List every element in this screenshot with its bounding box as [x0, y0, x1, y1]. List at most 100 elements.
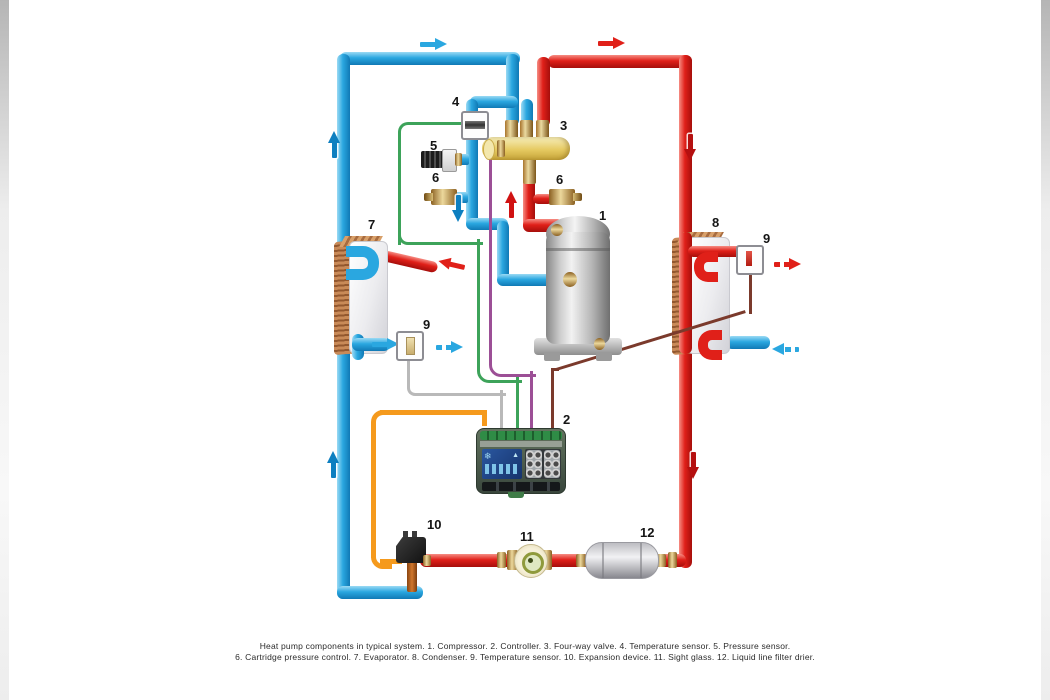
four-way-valve-port-2	[520, 120, 533, 140]
label-evaporator: 7	[368, 217, 376, 232]
wire-brown-temp-sensor-1	[749, 270, 752, 314]
controller-label-strip	[480, 441, 562, 447]
wire-green-temp-sensor-2	[398, 180, 483, 245]
cartridge-pressure-control-right-tip	[573, 193, 582, 201]
temperature-sensor-condenser-element	[746, 251, 752, 266]
wire-grey-temp-sensor-2	[407, 377, 506, 396]
expansion-device-pin-right	[412, 531, 417, 539]
wire-purple-four-way-valve-3	[530, 371, 533, 428]
pressure-sensor-body	[421, 151, 443, 168]
pipe-cold-branch	[470, 96, 518, 108]
four-way-valve-port-bottom	[523, 156, 536, 184]
compressor-discharge-port	[551, 224, 563, 236]
four-way-valve-pilot-fitting	[497, 140, 505, 157]
label-filter-drier: 12	[640, 525, 655, 540]
expansion-device-body	[396, 537, 426, 563]
label-cartridge-right: 6	[556, 172, 564, 187]
pipe-water-condenser-hook-top	[694, 252, 718, 282]
wire-brown-temp-sensor-4	[551, 370, 554, 428]
snowflake-icon: ❄	[484, 451, 492, 461]
temperature-sensor-condenser	[736, 245, 764, 275]
compressor-suction-port	[563, 272, 577, 287]
label-compressor: 1	[599, 208, 607, 223]
filter-drier-body	[585, 542, 659, 579]
pipe-water-evaporator-hook	[346, 246, 379, 280]
left-edge-shade	[0, 0, 9, 700]
sight-glass-nut-left	[507, 550, 518, 570]
right-edge-shade	[1041, 0, 1050, 700]
water-out-arrow-icon	[774, 258, 801, 271]
liquid-line-fitting-2	[668, 552, 677, 568]
label-sight-glass: 11	[520, 529, 534, 544]
label-condenser: 8	[712, 215, 720, 230]
four-way-valve-port-3	[536, 120, 549, 140]
wire-purple-four-way-valve-2	[489, 348, 536, 377]
water-in-arrow-icon	[437, 255, 466, 274]
label-pressure-sensor: 5	[430, 138, 438, 153]
label-four-way-valve: 3	[560, 118, 568, 133]
filter-drier-fitting-left	[576, 554, 586, 567]
pipe-hot-cartridge-stub	[533, 194, 553, 204]
controller: ❄ ▲	[476, 428, 566, 494]
wire-orange-expansion-3	[371, 410, 392, 431]
pipe-cold-valve-port1	[506, 54, 519, 126]
wire-green-temp-sensor-3	[477, 239, 480, 364]
controller-terminal-strip	[480, 431, 562, 440]
label-expansion-device: 10	[427, 517, 442, 532]
cartridge-pressure-control-left-tip	[424, 193, 433, 201]
pipe-cold-bottom	[337, 586, 423, 599]
flow-arrow-up-icon	[327, 451, 340, 478]
triangle-up-icon: ▲	[512, 452, 519, 459]
wire-orange-expansion-4	[371, 422, 376, 558]
flow-arrow-right-icon	[598, 37, 625, 50]
wire-purple-four-way-valve-1	[489, 150, 492, 360]
controller-plug-right	[544, 450, 560, 478]
pressure-sensor-fitting	[455, 153, 462, 166]
controller-connector-panel	[525, 449, 561, 479]
liquid-line-fitting-1	[497, 552, 506, 568]
wire-orange-expansion-2	[482, 410, 487, 426]
wire-brown-temp-sensor-3	[551, 368, 559, 371]
compressor-foot-right	[596, 352, 612, 361]
expansion-device-pin-left	[403, 531, 408, 539]
water-out-arrow-icon	[436, 341, 463, 354]
wire-orange-expansion-6	[380, 559, 402, 564]
pipe-hot-through-condenser	[679, 232, 692, 354]
pipe-hot-valve-port3	[537, 57, 550, 127]
flow-arrow-up-icon	[505, 191, 518, 218]
label-temperature-sensor-4: 4	[452, 94, 460, 109]
pipe-cold-suction-drop	[497, 221, 509, 283]
wire-orange-expansion-1	[380, 410, 486, 415]
temperature-sensor-evaporator-element	[406, 337, 415, 355]
wire-orange-expansion-5	[371, 550, 392, 569]
water-in-arrow-icon	[772, 343, 799, 356]
caption-line-2: 6. Cartridge pressure control. 7. Evapor…	[235, 652, 815, 662]
controller-display-digits	[485, 464, 519, 474]
flow-arrow-right-icon	[372, 338, 399, 351]
filter-drier-seam-right	[640, 543, 642, 578]
filter-drier-fitting-right	[656, 554, 666, 567]
pipe-hot-top	[548, 55, 692, 68]
expansion-device-outlet-tube	[407, 560, 417, 592]
controller-plug-left	[526, 450, 542, 478]
caption-line-1: Heat pump components in typical system. …	[259, 641, 791, 651]
expansion-device-fitting	[423, 555, 431, 566]
four-way-valve-port-1	[505, 120, 518, 140]
compressor-oil-port	[594, 338, 605, 350]
sight-glass-body	[514, 544, 548, 578]
pipe-water-hot-out-of-condenser	[688, 246, 742, 257]
controller-bottom-slots	[482, 482, 560, 491]
label-controller: 2	[563, 412, 571, 427]
sight-glass-indicator-dot	[528, 558, 533, 563]
four-way-valve-body	[482, 137, 570, 160]
compressor-weld-seam	[546, 248, 610, 251]
flow-arrow-right-icon	[420, 38, 447, 51]
flow-arrow-down-icon	[687, 452, 700, 479]
pipe-water-evaporator-out	[352, 338, 390, 351]
label-temperature-sensor-evaporator: 9	[423, 317, 431, 332]
four-way-valve-end-cap	[483, 139, 495, 160]
filter-drier-seam-left	[602, 543, 604, 578]
temperature-sensor-evaporator	[396, 331, 424, 361]
controller-mount-tab	[508, 492, 524, 498]
controller-display: ❄ ▲	[482, 449, 522, 479]
